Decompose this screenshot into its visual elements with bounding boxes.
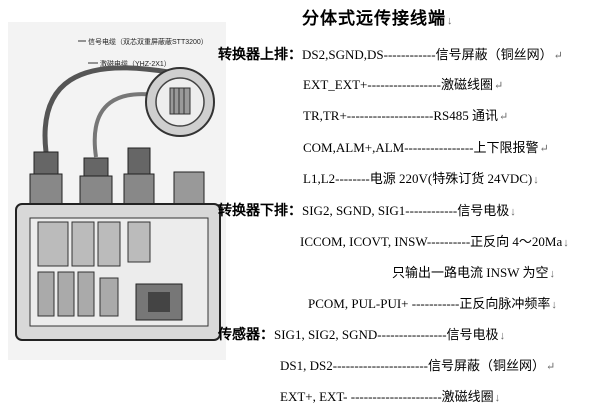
lower-row-line-3: 只输出一路电流 INSW 为空↓ [392, 262, 555, 281]
upper-row-text-4: COM,ALM+,ALM----------------上下限报警 [303, 140, 539, 155]
paragraph-mark: ↓ [551, 299, 557, 311]
upper-row-text-2: EXT_EXT+-----------------激磁线圈 [303, 77, 493, 92]
connector-slot [148, 292, 170, 312]
lower-row-line-4: PCOM, PUL-PUI+ -----------正反向脉冲频率↓ [308, 293, 557, 312]
cable-gland-4 [173, 171, 205, 205]
section-heading-lower: 转换器下排： [218, 204, 302, 219]
paragraph-mark: ↓ [499, 330, 506, 342]
return-mark: ↵ [545, 361, 556, 373]
upper-row-line-1: 转换器上排：DS2,SGND,DS------------信号屏蔽（铜丝网）↵ [218, 44, 563, 64]
cable-label-signal: 信号电缆（双芯双重屏蔽蔽STT3200） [88, 37, 208, 46]
upper-row-line-3: TR,TR+--------------------RS485 通讯↵ [303, 105, 508, 124]
sensor-text-2: DS1, DS2----------------------信号屏蔽（铜丝网） [280, 358, 545, 373]
paragraph-mark: ↓ [510, 206, 516, 218]
sensor-text-1: SIG1, SIG2, SGND----------------信号电极 [274, 327, 499, 342]
sensor-line-2: DS1, DS2----------------------信号屏蔽（铜丝网）↵ [280, 355, 555, 374]
sensor-text-3: EXT+, EXT- ---------------------激磁线圈 [280, 389, 494, 404]
paragraph-mark: ↓ [494, 392, 501, 404]
paragraph-mark: ↓ [549, 268, 555, 280]
lower-row-line-1: 转换器下排：SIG2, SGND, SIG1------------信号电极↓ [218, 200, 516, 220]
title-text: 分体式远传接线端 [302, 9, 446, 28]
upper-row-text-1: DS2,SGND,DS------------信号屏蔽（铜丝网） [302, 47, 553, 62]
lower-row-text-3: 只输出一路电流 INSW 为空 [392, 265, 549, 280]
cable-label-excite: 激磁电缆（YHZ-2X1） [100, 59, 171, 68]
lower-row-line-2: ICCOM, ICOVT, INSW----------正反向 4～20Ma↓ [300, 231, 569, 250]
section-heading-upper: 转换器上排： [218, 48, 302, 63]
wiring-photo: 信号电缆（双芯双重屏蔽蔽STT3200） 激磁电缆（YHZ-2X1） [8, 22, 226, 360]
upper-terminal-strip [37, 221, 151, 267]
upper-row-text-3: TR,TR+--------------------RS485 通讯 [303, 108, 499, 123]
upper-row-line-2: EXT_EXT+-----------------激磁线圈↵ [303, 74, 503, 93]
return-mark: ↵ [493, 80, 504, 92]
return-mark: ↵ [539, 143, 549, 155]
paragraph-mark: ↓ [533, 174, 539, 186]
cable-gland-3 [123, 147, 155, 205]
return-mark: ↵ [553, 50, 563, 62]
upper-row-line-5: L1,L2--------电源 220V(特殊订货 24VDC)↓ [303, 168, 539, 187]
upper-row-line-4: COM,ALM+,ALM----------------上下限报警↵ [303, 137, 549, 156]
sensor-line-1: 传感器：SIG1, SIG2, SGND----------------信号电极… [218, 324, 505, 344]
lower-row-text-4: PCOM, PUL-PUI+ -----------正反向脉冲频率 [308, 296, 551, 311]
lower-row-text-1: SIG2, SGND, SIG1------------信号电极 [302, 203, 510, 218]
cable-gland-1 [29, 151, 63, 205]
title-paragraph-mark: ↓ [447, 15, 454, 27]
lower-row-text-2: ICCOM, ICOVT, INSW----------正反向 4～20Ma [300, 234, 563, 249]
sensor-terminal [169, 87, 191, 115]
section-heading-sensor: 传感器： [218, 328, 274, 343]
signal-cable [42, 65, 169, 153]
cable-gland-2 [79, 157, 113, 205]
lower-terminal-strip [37, 271, 119, 317]
sensor-line-3: EXT+, EXT- ---------------------激磁线圈↓ [280, 386, 500, 405]
paragraph-mark: ↓ [563, 237, 569, 249]
document-title: 分体式远传接线端↓ [302, 4, 454, 29]
return-mark: ↵ [499, 111, 509, 123]
upper-row-text-5: L1,L2--------电源 220V(特殊订货 24VDC) [303, 171, 533, 186]
